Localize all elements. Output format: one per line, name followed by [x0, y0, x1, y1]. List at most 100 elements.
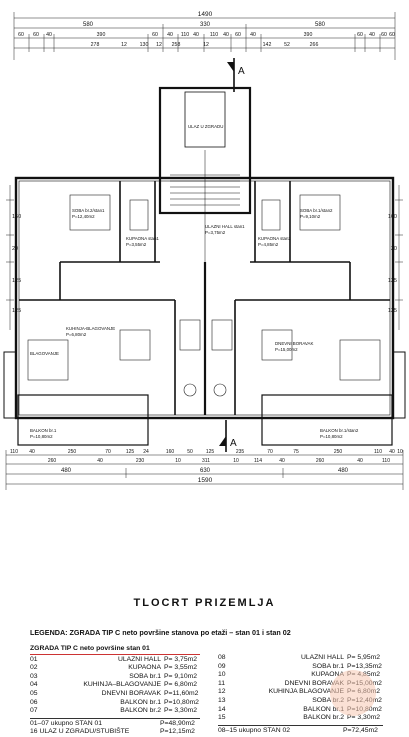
- legend-row-name: BALKON br.1: [303, 705, 344, 713]
- svg-text:P=10,80m2: P=10,80m2: [320, 434, 343, 439]
- svg-text:40: 40: [167, 32, 173, 38]
- svg-text:260: 260: [48, 458, 57, 464]
- legend-row-number: 03: [30, 672, 38, 680]
- legend-row-area: P=13,35m2: [347, 662, 382, 670]
- right-dimension-chain: [395, 185, 403, 330]
- svg-text:40: 40: [369, 32, 375, 38]
- svg-text:BALKON br.1/stan2: BALKON br.1/stan2: [320, 428, 359, 433]
- svg-text:10: 10: [233, 458, 239, 464]
- section-marker-top: A: [227, 58, 245, 92]
- svg-text:P=10,80m2: P=10,80m2: [30, 434, 53, 439]
- svg-text:40: 40: [250, 32, 256, 38]
- legend-row-area: P=10,80m2: [164, 698, 199, 706]
- svg-text:330: 330: [200, 22, 211, 28]
- legend-row-name: BALKON br.1: [120, 698, 161, 706]
- legend-row-number: 15: [218, 714, 226, 722]
- svg-text:KUPAONA stan1: KUPAONA stan1: [126, 236, 159, 241]
- svg-text:ULAZNI HALL stan1: ULAZNI HALL stan1: [205, 224, 245, 229]
- svg-text:125: 125: [126, 449, 135, 455]
- svg-text:60: 60: [357, 32, 363, 38]
- legend-stan02-total: 08–15 ukupno STAN 02 P=72,45m2: [218, 724, 383, 736]
- legend-row-number: 04: [30, 681, 38, 689]
- legend-row-number: 08: [218, 654, 226, 661]
- svg-text:40: 40: [389, 449, 395, 455]
- legend-stan01-total-val: P=48,90m2: [160, 719, 195, 727]
- svg-text:40: 40: [97, 458, 103, 464]
- legend-row-name: KUPAONA: [128, 664, 161, 672]
- svg-text:P=6,80m2: P=6,80m2: [66, 332, 87, 337]
- legend-row-name: ULAZNI HALL: [117, 655, 161, 663]
- svg-text:10: 10: [397, 449, 403, 455]
- legend-row-number: 10: [218, 671, 226, 679]
- svg-text:142: 142: [263, 42, 272, 48]
- legend-row-number: 09: [218, 662, 226, 670]
- svg-text:630: 630: [200, 468, 211, 474]
- room-labels: SOBA br.2/stan1 P=12,40m2 KUPAONA stan1 …: [30, 124, 359, 439]
- legend-row-area: P=11,60m2: [164, 689, 199, 697]
- legend-row-name: DNEVNI BORAVAK: [284, 679, 344, 687]
- svg-text:P=9,10m2: P=9,10m2: [300, 214, 321, 219]
- svg-text:DNEVNI BORAVAK: DNEVNI BORAVAK: [275, 341, 313, 346]
- legend-row-area: P= 3,75m2: [164, 655, 198, 663]
- svg-text:311: 311: [202, 458, 210, 464]
- legend-row-name: KUPAONA: [311, 671, 344, 679]
- section-marker-bottom: A: [219, 420, 237, 452]
- svg-text:50: 50: [187, 449, 193, 455]
- legend-row-name: KUHINJA–BLAGOVANJE: [83, 681, 161, 689]
- legend-stan02-total-val: P=72,45m2: [343, 726, 378, 734]
- svg-text:40: 40: [29, 449, 35, 455]
- svg-text:ULAZ U ZGRADU: ULAZ U ZGRADU: [188, 124, 223, 129]
- svg-text:110: 110: [181, 32, 189, 38]
- bottom-row2-dims: 480 630 480: [61, 468, 349, 474]
- bottom-row4-dims: 260 40 230 10 311 10 114 40 260 40 110: [48, 458, 390, 464]
- svg-text:P=15,00m2: P=15,00m2: [275, 347, 298, 352]
- svg-text:40: 40: [357, 458, 363, 464]
- svg-text:60: 60: [235, 32, 241, 38]
- svg-text:110: 110: [10, 449, 18, 455]
- svg-text:250: 250: [68, 449, 77, 455]
- top-row2-dims: 580 330 580: [83, 22, 326, 28]
- legend-row-number: 05: [30, 689, 38, 697]
- svg-text:70: 70: [267, 449, 273, 455]
- svg-text:12: 12: [121, 42, 127, 48]
- svg-text:12: 12: [156, 42, 162, 48]
- floor-plan-drawing: 1490 580 330 580 60 60 40 390 60 40 110 …: [3, 11, 406, 490]
- legend-row-name: SOBA br.1: [129, 672, 161, 680]
- furniture: [27, 194, 381, 397]
- legend-row-area: P= 6,80m2: [164, 681, 198, 689]
- svg-text:60: 60: [152, 32, 158, 38]
- svg-text:230: 230: [136, 458, 145, 464]
- svg-text:SOBA br.2/stan1: SOBA br.2/stan1: [72, 208, 105, 213]
- legend-row-area: P= 3,30m2: [164, 707, 198, 715]
- svg-text:130: 130: [140, 42, 149, 48]
- top-row3-dims: 60 60 40 390 60 40 110 40 110 40 60 40 3…: [18, 32, 395, 38]
- bottom-dimension-chain: [5, 450, 404, 490]
- svg-text:40: 40: [46, 32, 52, 38]
- legend-row-number: 01: [30, 655, 38, 663]
- svg-text:40: 40: [223, 32, 229, 38]
- svg-text:580: 580: [315, 22, 326, 28]
- legend-row-number: 13: [218, 696, 226, 704]
- legend-row-number: 06: [30, 698, 38, 706]
- svg-text:P=4,85m2: P=4,85m2: [258, 242, 279, 247]
- svg-text:278: 278: [91, 42, 100, 48]
- svg-text:10: 10: [175, 458, 181, 464]
- svg-text:390: 390: [304, 32, 313, 38]
- top-total-dim: 1490: [198, 11, 213, 18]
- legend-row-name: BALKON br.2: [303, 714, 344, 722]
- svg-text:P=3,55m2: P=3,55m2: [126, 242, 147, 247]
- svg-text:390: 390: [97, 32, 106, 38]
- top-row4-dims: 278 12 130 12 258 12 142 52 266: [91, 42, 319, 48]
- svg-text:110: 110: [210, 32, 218, 38]
- svg-text:110: 110: [382, 458, 390, 464]
- legend-row-name: BALKON br.2: [120, 707, 161, 715]
- svg-text:40: 40: [279, 458, 285, 464]
- svg-text:BALKON br.1: BALKON br.1: [30, 428, 57, 433]
